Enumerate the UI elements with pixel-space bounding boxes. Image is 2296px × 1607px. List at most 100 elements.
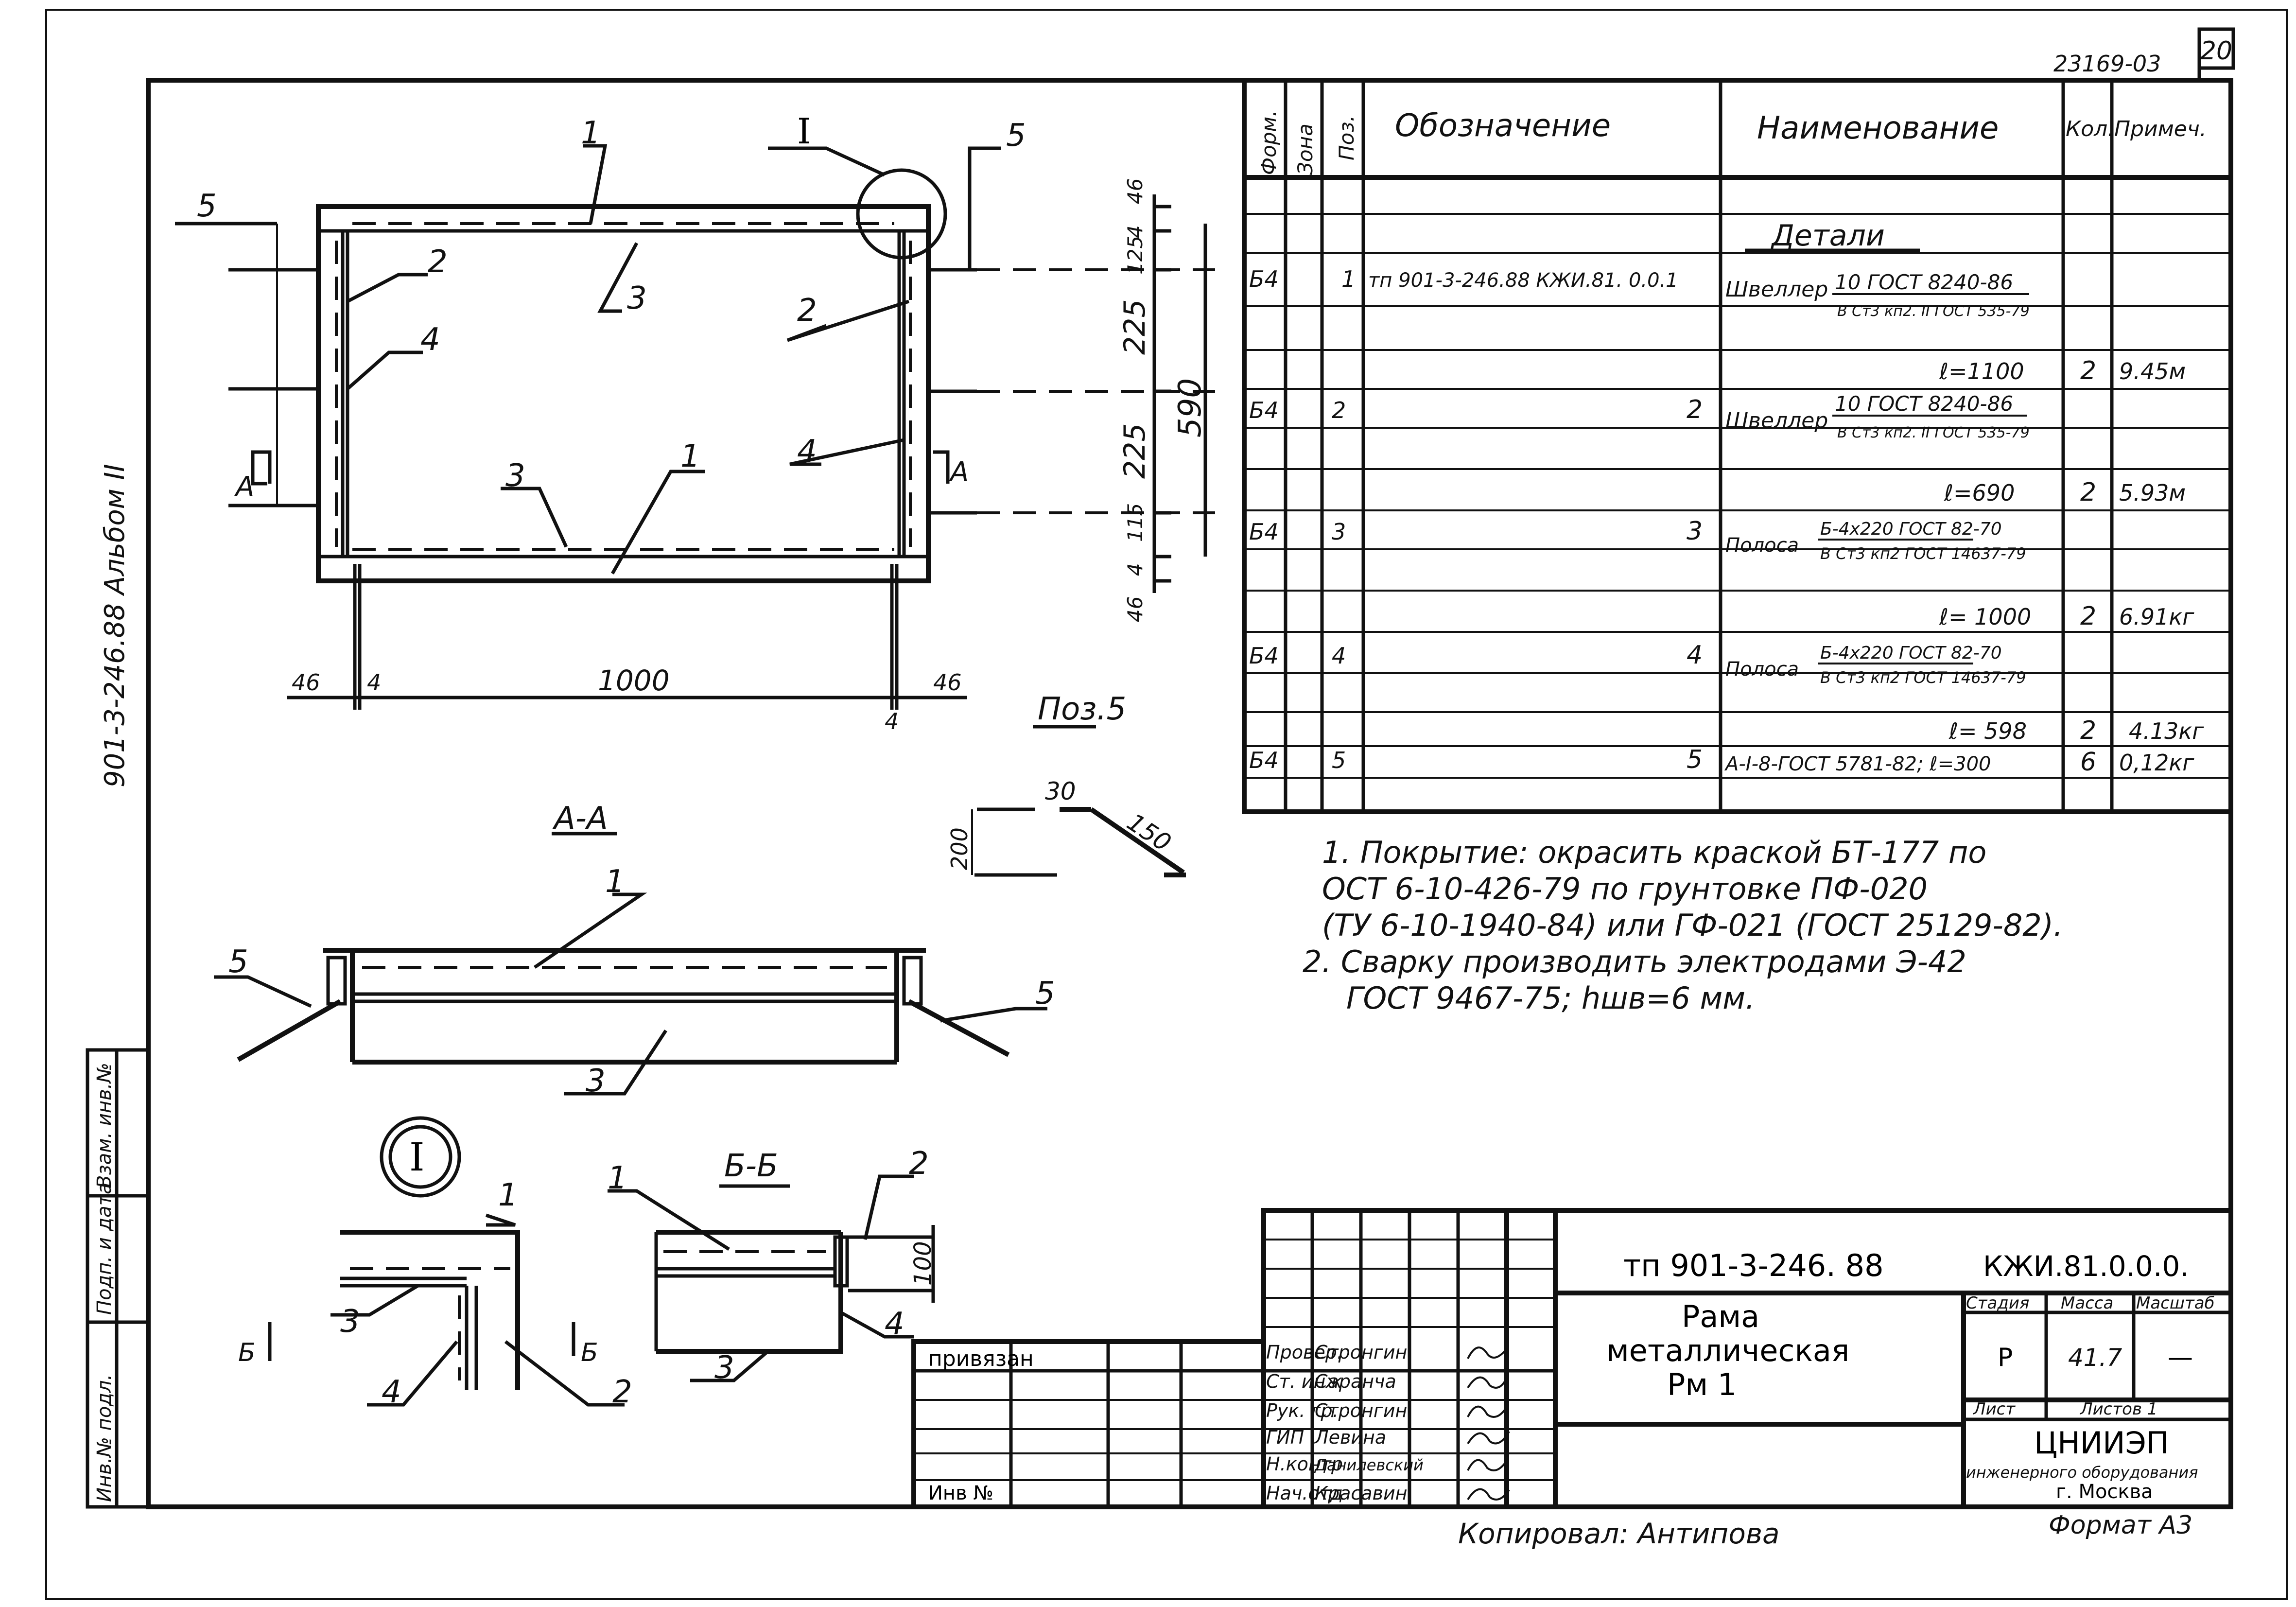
section-a-right: A [949, 456, 969, 488]
dim-gap2-4: 4 [1123, 563, 1147, 576]
spec-hdr-qty: Кол. [2066, 117, 2114, 141]
title-org-2: инженерного оборудования [1966, 1463, 2198, 1482]
role-1: Провер. [1266, 1342, 1343, 1363]
note-line-1: 1. Покрытие: окрасить краской БТ-177 по [1322, 835, 1986, 870]
title-sheets-hdr: Листов 1 [2079, 1399, 2157, 1419]
role-5: Н.контр [1266, 1453, 1343, 1475]
spec-table [1242, 78, 2233, 814]
section-a-left: A [234, 471, 254, 503]
drawing-code: 23169-03 [2053, 51, 2161, 77]
strip-inv-podl: Инв.№ подл. [93, 1374, 116, 1502]
row3-frac-top: 10 ГОСТ 8240-86 [1835, 392, 2013, 416]
row9-name: А-I-8-ГОСТ 5781-82; ℓ=300 [1724, 753, 1991, 775]
row7-designation: 4 [1687, 641, 1703, 670]
spec-section-details: Детали [1770, 219, 1885, 253]
row1-frac-bot: В Ст3 кп2. II ГОСТ 535-79 [1837, 303, 2030, 320]
row7-pos: 4 [1332, 643, 1346, 669]
main-pos-4-left: 4 [420, 322, 440, 358]
row3-format: Б4 [1249, 397, 1279, 423]
detail-i-cut-b-left: Б [238, 1338, 256, 1367]
title-inv-no: Инв № [928, 1482, 993, 1504]
row7-name: Полоса [1725, 658, 1799, 681]
detail-i-pos-1: 1 [498, 1177, 518, 1213]
title-doc-code: тп 901-3-246. 88 [1623, 1248, 1884, 1283]
role-6: Нач.отд [1266, 1483, 1343, 1504]
role-3-name: Стронгин [1315, 1400, 1407, 1421]
row8-qty: 2 [2080, 716, 2096, 745]
detail-i-pos-4: 4 [382, 1374, 401, 1410]
dim-115: 115 [1123, 503, 1147, 542]
left-approval-strip [86, 1048, 150, 1509]
pos5-title: Поз.5 [1038, 691, 1126, 727]
row5-pos: 3 [1332, 519, 1346, 545]
dim-left-46: 46 [292, 669, 320, 696]
detail-i-title: I [409, 1135, 425, 1180]
detail-i-pos-3: 3 [340, 1304, 360, 1340]
spec-hdr-note: Примеч. [2114, 117, 2207, 141]
spec-hdr-format: Форм. [1257, 110, 1281, 175]
section-aa-pos-3: 3 [586, 1063, 606, 1099]
spec-hdr-name: Наименование [1757, 110, 1999, 146]
title-scale: — [2168, 1343, 2193, 1372]
role-4-name: Левина [1314, 1427, 1386, 1448]
row5-format: Б4 [1249, 519, 1279, 545]
row1-pos: 1 [1341, 266, 1356, 292]
main-frame-view [175, 144, 1215, 710]
title-mass: 41.7 [2068, 1344, 2122, 1372]
row9-designation: 5 [1687, 745, 1703, 774]
note-line-3: (ТУ 6-10-1940-84) или ГФ-021 (ГОСТ 25129… [1322, 908, 2063, 943]
detail-i-view [268, 1116, 625, 1407]
role-1-name: Стронгин [1315, 1342, 1407, 1363]
row8-length: ℓ= 598 [1948, 718, 2027, 744]
row7-frac-bot: В Ст3 кп2 ГОСТ 14637-79 [1820, 668, 2026, 687]
main-pos-4-right: 4 [797, 434, 817, 470]
section-bb-pos-4: 4 [885, 1306, 904, 1342]
title-scale-hdr: Масштаб [2136, 1293, 2215, 1313]
title-name-3: Рм 1 [1667, 1367, 1737, 1402]
spec-hdr-designation: Обозначение [1395, 108, 1611, 144]
section-aa-pos-5-left: 5 [228, 944, 248, 980]
row5-frac-top: Б-4x220 ГОСТ 82-70 [1820, 519, 2002, 539]
title-doc-code2: КЖИ.81.0.0.0. [1983, 1250, 2189, 1283]
row9-qty: 6 [2080, 748, 2096, 777]
role-3: Рук. гр. [1266, 1400, 1339, 1421]
row8-note: 4.13кг [2129, 718, 2204, 744]
pos5-dim-200: 200 [946, 827, 973, 870]
detail-marker-i: I [797, 111, 811, 152]
row3-frac-bot: В Ст3 кп2. II ГОСТ 535-79 [1837, 424, 2030, 441]
row3-designation: 2 [1687, 395, 1703, 424]
detail-i-cut-b-right: Б [581, 1338, 598, 1367]
dim-bottom-46: 46 [1123, 596, 1147, 622]
title-privyazan: привязан [928, 1346, 1034, 1371]
row2-note: 9.45м [2119, 358, 2186, 384]
title-sheet-hdr: Лист [1972, 1399, 2016, 1419]
row6-qty: 2 [2080, 602, 2096, 631]
row1-designation: тп 901-3-246.88 КЖИ.81. 0.0.1 [1368, 269, 1678, 292]
row6-note: 6.91кг [2119, 604, 2194, 630]
dim-right-4: 4 [885, 708, 899, 734]
title-org-1: ЦНИИЭП [2034, 1425, 2169, 1461]
section-aa-pos-1: 1 [605, 864, 625, 900]
sheet-frame [45, 9, 2288, 1600]
pos5-detail [971, 807, 1186, 877]
main-pos-5-right: 5 [1006, 118, 1026, 154]
section-aa-view [214, 832, 1047, 1096]
dim-width-1000: 1000 [598, 664, 670, 697]
title-stage-hdr: Стадия [1966, 1293, 2029, 1313]
row1-name: Швеллер [1725, 277, 1828, 302]
row4-note: 5.93м [2119, 480, 2186, 506]
main-pos-2-left: 2 [428, 244, 448, 280]
dim-top-46: 46 [1123, 178, 1147, 204]
spec-hdr-pos: Поз. [1335, 115, 1358, 160]
dim-125: 125 [1123, 236, 1147, 275]
strip-podp-data: Подп. и дата [93, 1183, 116, 1315]
section-bb-pos-3: 3 [714, 1350, 734, 1386]
role-2: Ст. инж [1266, 1371, 1342, 1392]
title-name-2: металлическая [1606, 1333, 1849, 1368]
row9-note: 0,12кг [2119, 750, 2194, 776]
dim-left-4: 4 [367, 669, 381, 696]
title-stage: Р [1998, 1343, 2013, 1372]
sheet-number: 20 [2200, 36, 2232, 66]
role-4: ГИП [1266, 1427, 1304, 1448]
row7-format: Б4 [1249, 643, 1279, 669]
